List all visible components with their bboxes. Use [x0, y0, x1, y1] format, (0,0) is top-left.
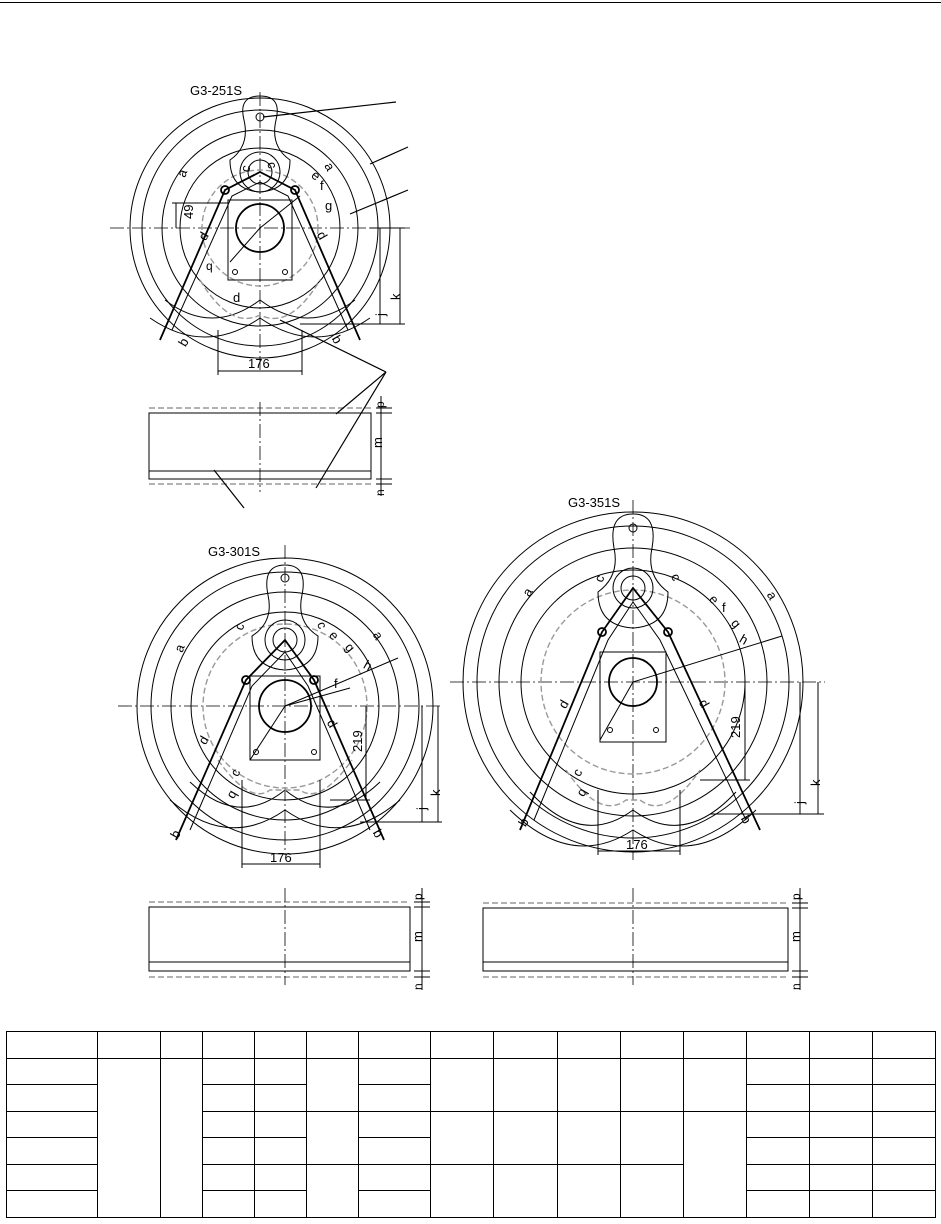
dim-label-j: j [414, 807, 429, 811]
dim-label-d: d [195, 733, 212, 747]
dim-label-c: c [668, 572, 684, 584]
model-label-251: G3-251S [190, 83, 242, 98]
dim-label-f: f [334, 676, 338, 691]
view-g3-251s-side: p m n [148, 371, 392, 509]
table-row [5, 1057, 937, 1219]
dim-label-n: n [789, 983, 803, 990]
header-rule [0, 2, 941, 3]
dim-label-c: c [314, 620, 330, 632]
dim-label-j: j [373, 313, 388, 317]
robot-envelope-drawing: G3-251S a a c c e f g 49 d d d q b b j k… [110, 83, 825, 990]
table-row [5, 1137, 937, 1165]
dim-label-a: a [321, 160, 338, 174]
view-g3-301s-top: G3-301S a a c c e g h f d d c q b b 219 … [118, 544, 443, 868]
table-row [5, 1110, 937, 1219]
dimension-table [5, 1031, 937, 1219]
dim-label-g: g [325, 198, 332, 213]
dim-label-g: g [342, 640, 358, 655]
dim-label-d: d [195, 229, 212, 243]
model-label-351: G3-351S [568, 495, 620, 510]
width-value-176: 176 [270, 850, 292, 865]
dim-label-p: p [789, 893, 803, 900]
model-label-301: G3-301S [208, 544, 260, 559]
table-row [5, 1190, 937, 1218]
dim-label-k: k [428, 789, 443, 796]
dim-label-b: b [738, 813, 755, 827]
dim-label-c: c [264, 161, 280, 170]
dim-label-g: g [728, 616, 744, 631]
dim-label-c: c [569, 765, 585, 779]
dim-label-m: m [788, 931, 803, 942]
view-g3-301s-side: p m n [148, 888, 430, 990]
dim-label-c: c [237, 164, 253, 173]
dim-label-d: d [233, 290, 240, 305]
dim-label-n: n [411, 983, 425, 990]
dim-label-k: k [388, 293, 403, 300]
dim-label-n: n [373, 489, 387, 496]
dim-label-h: h [737, 631, 751, 648]
dim-label-p: p [373, 401, 387, 408]
offset-value-219: 219 [350, 730, 365, 752]
table-row [5, 1084, 937, 1112]
dim-label-k: k [808, 779, 823, 786]
dim-label-m: m [410, 931, 425, 942]
dim-label-q: q [573, 785, 590, 799]
dim-label-q: q [223, 787, 240, 801]
dim-label-f: f [320, 178, 324, 193]
dim-label-b: b [329, 333, 346, 347]
dim-label-d: d [314, 229, 331, 243]
dim-label-e: e [326, 628, 342, 643]
dim-label-c: c [591, 572, 607, 584]
dim-label-c: c [227, 765, 243, 779]
dim-label-p: p [411, 893, 425, 900]
view-g3-351s-side: p m n [482, 888, 808, 990]
table-header-row [5, 1031, 937, 1059]
dim-label-d: d [555, 697, 572, 711]
dim-label-f: f [722, 600, 726, 615]
dim-label-q: q [206, 259, 213, 273]
dim-label-j: j [792, 801, 807, 805]
view-g3-251s-top: G3-251S a a c c e f g 49 d d d q b b j k… [110, 83, 410, 375]
dim-label-d: d [324, 717, 341, 731]
view-g3-351s-top: G3-351S a a c c e f g h d d c q b b 219 … [450, 495, 825, 860]
dim-label-b: b [515, 815, 532, 829]
table-row [5, 1163, 937, 1219]
dim-label-a: a [519, 585, 536, 599]
width-value-176: 176 [626, 837, 648, 852]
width-value-176: 176 [248, 356, 270, 371]
offset-value-49: 49 [181, 205, 196, 219]
dim-label-m: m [370, 437, 385, 448]
dim-label-c: c [231, 620, 247, 632]
dim-label-a: a [171, 642, 188, 655]
offset-value-219: 219 [728, 716, 743, 738]
